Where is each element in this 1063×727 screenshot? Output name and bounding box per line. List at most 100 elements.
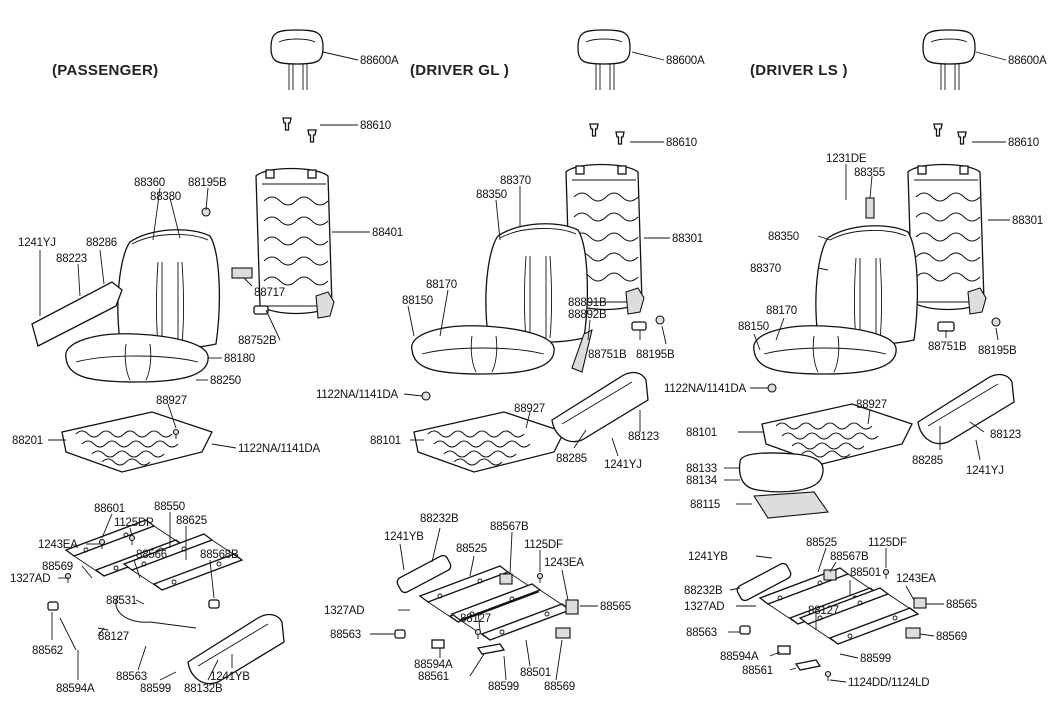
label-l-88127: 88127 [808, 605, 839, 617]
label-g-88927: 88927 [514, 403, 545, 415]
label-g-1327AD: 1327AD [324, 605, 364, 617]
label-p-88550: 88550 [154, 501, 185, 513]
label-p-1122NA: 1122NA/1141DA [238, 443, 321, 455]
label-l-88751B: 88751B [928, 341, 967, 353]
label-p-88610: 88610 [360, 120, 391, 132]
label-l-88599: 88599 [860, 653, 891, 665]
label-g-88301: 88301 [672, 233, 703, 245]
label-p-88563: 88563 [116, 671, 147, 683]
label-p-88569: 88569 [42, 561, 73, 573]
label-g-88123: 88123 [628, 431, 659, 443]
label-l-88927: 88927 [856, 399, 887, 411]
label-l-1122NA: 1122NA/1141DA [664, 383, 747, 395]
label-l-1243EA: 1243EA [896, 573, 936, 585]
label-g-88350: 88350 [476, 189, 507, 201]
label-p-88286: 88286 [86, 237, 117, 249]
label-l-88561: 88561 [742, 665, 773, 677]
label-l-88567B: 88567B [830, 551, 869, 563]
label-g-88610: 88610 [666, 137, 697, 149]
label-p-88927: 88927 [156, 395, 187, 407]
label-l-88501: 88501 [850, 567, 881, 579]
label-l-88569: 88569 [936, 631, 967, 643]
label-l-88563: 88563 [686, 627, 717, 639]
label-p-88132B: 88132B [184, 683, 223, 695]
label-g-88891B: 88891B [568, 297, 607, 309]
label-p-88601: 88601 [94, 503, 125, 515]
label-p-88568B: 88568B [200, 549, 239, 561]
label-p-88401: 88401 [372, 227, 403, 239]
label-l-88232B: 88232B [684, 585, 723, 597]
label-l-88115: 88115 [690, 499, 720, 511]
label-l-88594A: 88594A [720, 651, 759, 663]
label-g-88594A: 88594A [414, 659, 453, 671]
label-p-88594A: 88594A [56, 683, 95, 695]
label-l-88525: 88525 [806, 537, 837, 549]
label-l-1241YJ: 1241YJ [966, 465, 1004, 477]
label-l-1327AD: 1327AD [684, 601, 724, 613]
label-p-88250: 88250 [210, 375, 241, 387]
label-g-88501: 88501 [520, 667, 551, 679]
label-g-88563: 88563 [330, 629, 361, 641]
label-p-88201: 88201 [12, 435, 43, 447]
label-p-88127: 88127 [98, 631, 129, 643]
label-l-1124DD: 1124DD/1124LD [848, 677, 929, 689]
label-g-88232B: 88232B [420, 513, 459, 525]
label-p-88599: 88599 [140, 683, 171, 695]
driver-gl-seat-drawing [394, 29, 665, 655]
label-g-1125DF: 1125DF [524, 539, 563, 551]
label-g-1241YJ: 1241YJ [604, 459, 642, 471]
label-l-1241YB: 1241YB [688, 551, 728, 563]
label-g-88285: 88285 [556, 453, 587, 465]
label-g-88599: 88599 [488, 681, 519, 693]
label-g-88892B: 88892B [568, 309, 607, 321]
label-l-88285: 88285 [912, 455, 943, 467]
header-passenger: (PASSENGER) [52, 62, 158, 79]
header-driver-gl: (DRIVER GL ) [410, 62, 509, 79]
header-driver-ls: (DRIVER LS ) [750, 62, 848, 79]
label-p-88195B: 88195B [188, 177, 227, 189]
label-l-88600A: 88600A [1008, 55, 1047, 67]
label-g-88569: 88569 [544, 681, 575, 693]
label-p-88380: 88380 [150, 191, 181, 203]
label-l-88134: 88134 [686, 475, 718, 487]
label-p-1241YJ: 1241YJ [18, 237, 56, 249]
label-p-1241YB: 1241YB [210, 671, 250, 683]
label-p-88223: 88223 [56, 253, 87, 265]
label-p-88566: 88566 [136, 549, 167, 561]
label-g-88195B: 88195B [636, 349, 675, 361]
label-g-88751B: 88751B [588, 349, 627, 361]
label-p-1125DP: 1125DP [114, 517, 154, 529]
label-g-88561: 88561 [418, 671, 449, 683]
label-l-1125DF: 1125DF [868, 537, 907, 549]
label-l-88170: 88170 [766, 305, 797, 317]
driver-ls-seat-drawing [736, 29, 1015, 682]
label-g-1243EA: 1243EA [544, 557, 584, 569]
label-g-1122NA: 1122NA/1141DA [316, 389, 399, 401]
label-l-88101: 88101 [686, 427, 717, 439]
label-g-1241YB: 1241YB [384, 531, 424, 543]
label-g-88600A: 88600A [666, 55, 705, 67]
label-g-88170: 88170 [426, 279, 457, 291]
label-g-88525: 88525 [456, 543, 487, 555]
label-l-88370: 88370 [750, 263, 781, 275]
label-l-88565: 88565 [946, 599, 977, 611]
label-p-88180: 88180 [224, 353, 255, 365]
label-p-88717: 88717 [254, 287, 285, 299]
label-l-1231DE: 1231DE [826, 153, 867, 165]
label-p-88531: 88531 [106, 595, 137, 607]
label-g-88127: 88127 [460, 613, 491, 625]
label-g-88370: 88370 [500, 175, 531, 187]
label-l-88195B: 88195B [978, 345, 1017, 357]
label-l-88123: 88123 [990, 429, 1021, 441]
label-p-88360: 88360 [134, 177, 165, 189]
label-l-88133: 88133 [686, 463, 717, 475]
label-p-88562: 88562 [32, 645, 63, 657]
label-g-88150: 88150 [402, 295, 433, 307]
label-p-88625: 88625 [176, 515, 207, 527]
label-g-88101: 88101 [370, 435, 401, 447]
label-p-1327AD: 1327AD [10, 573, 50, 585]
label-p-88600A: 88600A [360, 55, 399, 67]
label-l-88355: 88355 [854, 167, 885, 179]
leader-lines [39, 51, 1010, 683]
